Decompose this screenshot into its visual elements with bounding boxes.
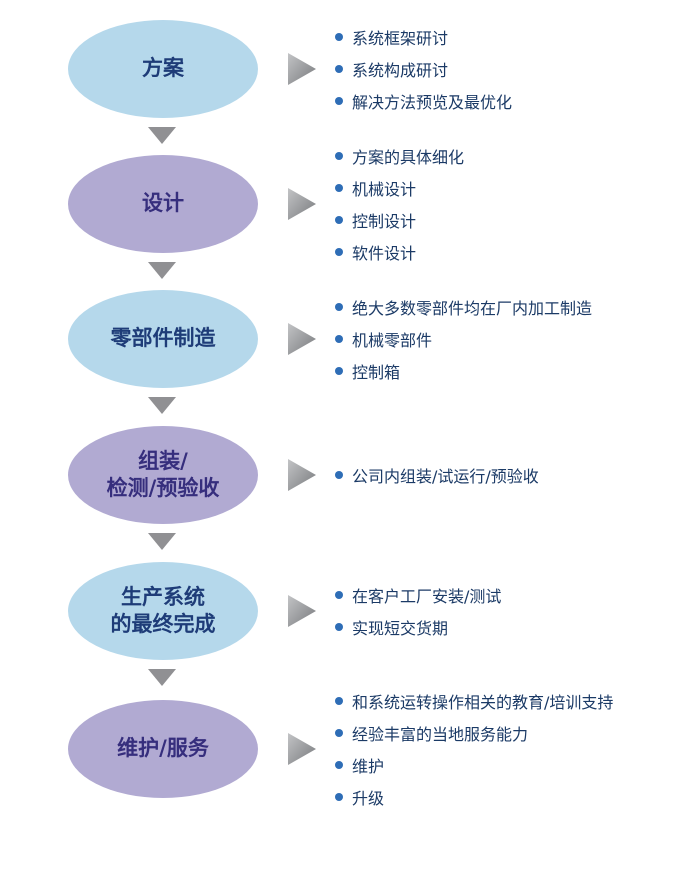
bullet-list: 公司内组装/试运行/预验收 bbox=[335, 459, 539, 491]
stage-row-proposal: 方案 系统框架研讨 系统构成研讨 解决方法预览及最优化 bbox=[0, 20, 700, 118]
bullet-dot-icon bbox=[335, 367, 343, 375]
bullet-text: 绝大多数零部件均在厂内加工制造 bbox=[352, 299, 593, 318]
bullet-dot-icon bbox=[335, 335, 343, 343]
stage-label: 生产系统 的最终完成 bbox=[110, 584, 216, 636]
bullet-text: 方案的具体细化 bbox=[352, 148, 465, 167]
bullet-dot-icon bbox=[335, 97, 343, 105]
bullet-dot-icon bbox=[335, 33, 343, 41]
stage-oval: 设计 bbox=[68, 155, 258, 253]
bullet-item: 升级 bbox=[335, 781, 613, 813]
stage-oval: 方案 bbox=[68, 20, 258, 118]
stage-oval: 零部件制造 bbox=[68, 290, 258, 388]
bullet-list: 和系统运转操作相关的教育/培训支持 经验丰富的当地服务能力 维护 升级 bbox=[335, 685, 613, 813]
bullet-dot-icon bbox=[335, 184, 343, 192]
stage-row-maintenance-service: 维护/服务 和系统运转操作相关的教育/培训支持 经验丰富的当地服务能力 维护 升… bbox=[0, 693, 700, 808]
bullet-list: 系统框架研讨 系统构成研讨 解决方法预览及最优化 bbox=[335, 21, 512, 117]
bullet-dot-icon bbox=[335, 623, 343, 631]
bullet-dot-icon bbox=[335, 793, 343, 801]
bullet-item: 机械设计 bbox=[335, 172, 464, 204]
chevron-right-icon bbox=[286, 51, 318, 87]
bullet-item: 和系统运转操作相关的教育/培训支持 bbox=[335, 685, 613, 717]
chevron-right-icon bbox=[286, 593, 318, 629]
bullet-text: 机械设计 bbox=[352, 180, 417, 199]
bullet-list: 绝大多数零部件均在厂内加工制造 机械零部件 控制箱 bbox=[335, 291, 592, 387]
down-arrow-icon bbox=[148, 262, 176, 279]
bullet-text: 升级 bbox=[352, 789, 385, 808]
bullet-text: 公司内组装/试运行/预验收 bbox=[352, 467, 539, 486]
stage-label: 零部件制造 bbox=[110, 326, 216, 351]
bullet-item: 实现短交货期 bbox=[335, 611, 501, 643]
chevron-right-icon bbox=[286, 321, 318, 357]
stage-row-final-completion: 生产系统 的最终完成 在客户工厂安装/测试 实现短交货期 bbox=[0, 562, 700, 660]
stage-label: 维护/服务 bbox=[117, 736, 209, 761]
bullet-text: 系统构成研讨 bbox=[352, 61, 449, 80]
bullet-text: 在客户工厂安装/测试 bbox=[352, 587, 502, 606]
chevron-right-icon bbox=[286, 731, 318, 767]
bullet-dot-icon bbox=[335, 216, 343, 224]
bullet-text: 经验丰富的当地服务能力 bbox=[352, 725, 529, 744]
bullet-text: 软件设计 bbox=[352, 244, 417, 263]
stage-oval: 维护/服务 bbox=[68, 700, 258, 798]
chevron-right-icon bbox=[286, 457, 318, 493]
bullet-text: 解决方法预览及最优化 bbox=[352, 93, 513, 112]
bullet-text: 维护 bbox=[352, 757, 385, 776]
bullet-item: 经验丰富的当地服务能力 bbox=[335, 717, 613, 749]
bullet-dot-icon bbox=[335, 591, 343, 599]
bullet-item: 机械零部件 bbox=[335, 323, 592, 355]
bullet-item: 系统构成研讨 bbox=[335, 53, 512, 85]
stage-row-design: 设计 方案的具体细化 机械设计 控制设计 软件设计 bbox=[0, 148, 700, 263]
bullet-dot-icon bbox=[335, 729, 343, 737]
bullet-dot-icon bbox=[335, 471, 343, 479]
bullet-list: 方案的具体细化 机械设计 控制设计 软件设计 bbox=[335, 140, 464, 268]
chevron-right-icon bbox=[286, 186, 318, 222]
bullet-item: 控制箱 bbox=[335, 355, 592, 387]
down-arrow-icon bbox=[148, 127, 176, 144]
bullet-item: 公司内组装/试运行/预验收 bbox=[335, 459, 539, 491]
bullet-dot-icon bbox=[335, 303, 343, 311]
stage-row-parts-manufacturing: 零部件制造 绝大多数零部件均在厂内加工制造 机械零部件 控制箱 bbox=[0, 290, 700, 388]
bullet-dot-icon bbox=[335, 761, 343, 769]
stage-oval: 组装/ 检测/预验收 bbox=[68, 426, 258, 524]
bullet-dot-icon bbox=[335, 697, 343, 705]
bullet-dot-icon bbox=[335, 248, 343, 256]
bullet-item: 维护 bbox=[335, 749, 613, 781]
bullet-item: 绝大多数零部件均在厂内加工制造 bbox=[335, 291, 592, 323]
bullet-item: 软件设计 bbox=[335, 236, 464, 268]
bullet-item: 在客户工厂安装/测试 bbox=[335, 579, 501, 611]
bullet-item: 系统框架研讨 bbox=[335, 21, 512, 53]
down-arrow-icon bbox=[148, 669, 176, 686]
bullet-dot-icon bbox=[335, 65, 343, 73]
bullet-item: 方案的具体细化 bbox=[335, 140, 464, 172]
bullet-list: 在客户工厂安装/测试 实现短交货期 bbox=[335, 579, 501, 643]
stage-label: 组装/ 检测/预验收 bbox=[106, 448, 220, 500]
down-arrow-icon bbox=[148, 397, 176, 414]
bullet-dot-icon bbox=[335, 152, 343, 160]
stage-oval: 生产系统 的最终完成 bbox=[68, 562, 258, 660]
bullet-text: 和系统运转操作相关的教育/培训支持 bbox=[352, 693, 614, 712]
stage-row-assembly-inspection: 组装/ 检测/预验收 公司内组装/试运行/预验收 bbox=[0, 426, 700, 524]
bullet-text: 实现短交货期 bbox=[352, 619, 449, 638]
bullet-item: 控制设计 bbox=[335, 204, 464, 236]
bullet-text: 机械零部件 bbox=[352, 331, 433, 350]
stage-label: 方案 bbox=[142, 56, 184, 81]
bullet-text: 控制箱 bbox=[352, 363, 401, 382]
bullet-item: 解决方法预览及最优化 bbox=[335, 85, 512, 117]
down-arrow-icon bbox=[148, 533, 176, 550]
bullet-text: 控制设计 bbox=[352, 212, 417, 231]
stage-label: 设计 bbox=[142, 191, 184, 216]
bullet-text: 系统框架研讨 bbox=[352, 29, 449, 48]
